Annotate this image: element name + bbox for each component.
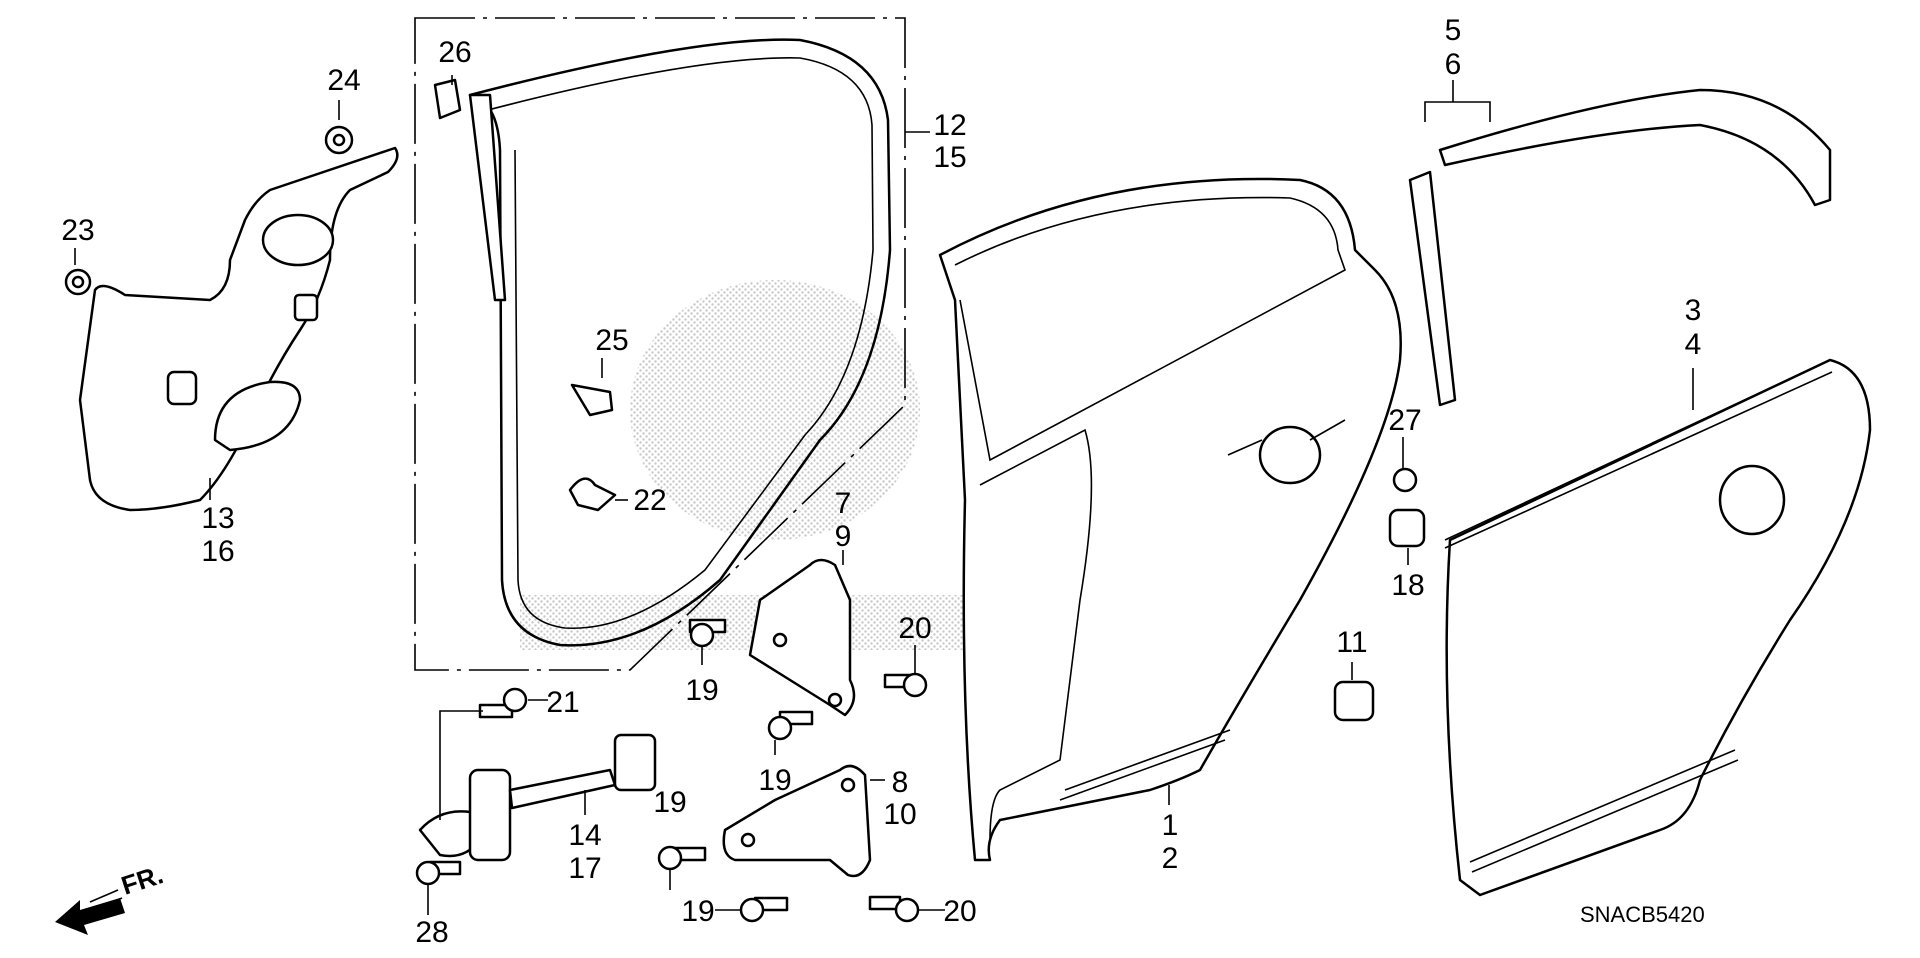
callout-5: 5	[1445, 14, 1462, 47]
callout-6: 6	[1445, 48, 1462, 81]
clip-23-part	[64, 268, 92, 296]
weatherstrip-group-box	[414, 17, 906, 671]
bolt-19c-part	[657, 845, 707, 871]
callout-19d: 19	[681, 895, 714, 928]
callout-20b: 20	[943, 895, 976, 928]
callout-19c: 19	[653, 786, 686, 819]
callout-1: 1	[1162, 809, 1179, 842]
front-arrow-icon	[55, 898, 125, 935]
leader-lines	[74, 75, 1694, 915]
callout-25: 25	[595, 324, 628, 357]
door-checker-part	[418, 733, 657, 862]
front-label: FR.	[118, 859, 167, 900]
callout-20a: 20	[898, 612, 931, 645]
callout-21: 21	[546, 686, 579, 719]
callout-24: 24	[327, 64, 360, 97]
callout-13: 13	[201, 502, 234, 535]
callout-15: 15	[933, 141, 966, 174]
door-insulator-part	[78, 146, 399, 512]
callout-14: 14	[568, 819, 601, 852]
callout-18: 18	[1391, 569, 1424, 602]
bolt-19d-part	[739, 896, 789, 923]
upper-hinge-part	[748, 558, 856, 717]
clip-24-part	[324, 125, 354, 155]
bolt-20b-part	[868, 895, 920, 923]
callout-16: 16	[201, 535, 234, 568]
bolt-19-part	[688, 618, 727, 648]
callout-3: 3	[1685, 294, 1702, 327]
callout-28: 28	[415, 916, 448, 949]
door-weatherstrip-part	[468, 38, 892, 647]
callout-19a: 19	[685, 674, 718, 707]
bolt-20-part	[883, 672, 928, 698]
clip-22-part	[568, 477, 617, 512]
sash-trim-part	[1408, 88, 1832, 407]
callout-23: 23	[61, 214, 94, 247]
callout-27: 27	[1388, 404, 1421, 437]
plug-27-part	[1392, 467, 1418, 493]
door-skin-outer-part	[1444, 358, 1872, 897]
callout-17: 17	[568, 852, 601, 885]
callout-12: 12	[933, 109, 966, 142]
clip-26-part	[433, 78, 462, 120]
callout-10: 10	[883, 798, 916, 831]
callout-9: 9	[835, 520, 852, 553]
callout-11: 11	[1336, 626, 1367, 659]
diagram-code: SNACB5420	[1580, 902, 1705, 927]
callout-19b: 19	[758, 764, 791, 797]
bolt-19b-part	[767, 710, 814, 741]
lower-hinge-part	[722, 764, 872, 878]
bolt-21-part	[478, 687, 528, 719]
door-panel-inner-part	[938, 177, 1402, 862]
callout-labels: 1 2 3 4 5 6 7 9 8 10 11 12 15 13 16 14 1…	[61, 14, 1701, 949]
callout-7: 7	[835, 487, 852, 520]
callout-26: 26	[438, 36, 471, 69]
stopper-11-part	[1333, 680, 1375, 722]
callout-4: 4	[1685, 328, 1702, 361]
callout-22: 22	[633, 484, 666, 517]
callout-8: 8	[892, 766, 909, 799]
grommet-18-part	[1388, 508, 1426, 548]
callout-2: 2	[1162, 842, 1179, 875]
bolt-28-part	[415, 860, 462, 886]
clip-25-part	[570, 383, 614, 417]
front-direction-indicator: FR.	[55, 859, 167, 935]
